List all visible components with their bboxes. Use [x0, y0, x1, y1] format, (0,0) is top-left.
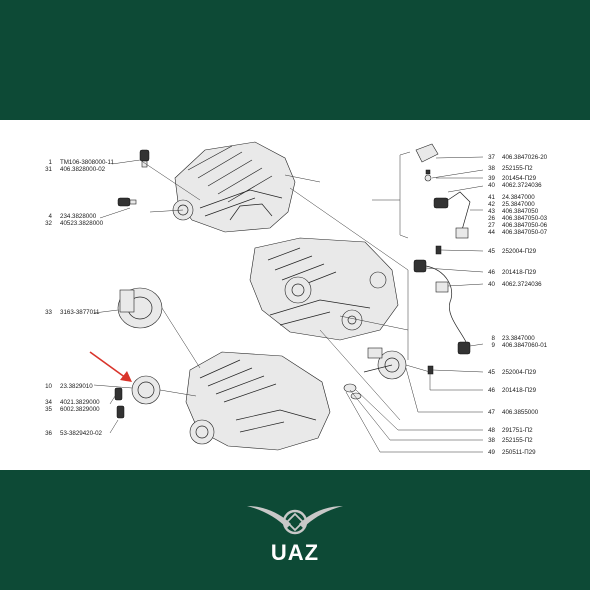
label-code: 406.3847050-06	[502, 222, 548, 229]
label-code: 252155-П2	[502, 165, 533, 172]
label-number: 40	[488, 281, 495, 288]
parts-diagram-panel: 1 TM106-3808000-11 31 406.3828000-02 4 2…	[0, 120, 590, 470]
label-code: 406.3855000	[502, 409, 539, 416]
label-code: 250511-П29	[502, 449, 536, 456]
label-code: TM106-3808000-11	[60, 159, 114, 166]
part-washers-48-49	[343, 383, 362, 400]
brand-name: UAZ	[270, 540, 320, 565]
label-number: 9	[492, 342, 496, 349]
label-code: 4062.3724036	[502, 182, 542, 189]
engine-illustration-top	[172, 141, 296, 233]
part-coolant-sensor-10	[131, 375, 161, 405]
label-code: 6002.3829000	[60, 406, 100, 413]
label-code: 4062.3724036	[502, 281, 542, 288]
label-code: 3163-3877011	[60, 309, 100, 316]
engine-illustration-middle	[249, 237, 399, 341]
label-code: 252004-П29	[502, 248, 537, 255]
label-number: 37	[488, 154, 495, 161]
label-number: 49	[488, 449, 495, 456]
label-number: 36	[45, 430, 52, 437]
label-number: 31	[45, 166, 52, 173]
label-number: 10	[45, 383, 52, 390]
part-sensor-4	[117, 197, 137, 207]
label-number: 38	[488, 165, 495, 172]
label-number: 8	[492, 335, 496, 342]
label-number: 43	[488, 208, 495, 215]
top-brand-band	[0, 0, 590, 120]
part-airflow-sensor-33	[117, 287, 163, 329]
label-code: 406.3847050-07	[502, 229, 548, 236]
label-code: 406.3847026-20	[502, 154, 548, 161]
label-number: 40	[488, 182, 495, 189]
label-code: 291751-П2	[502, 427, 533, 434]
label-number: 48	[488, 427, 495, 434]
leader-lines	[93, 151, 484, 453]
label-number: 41	[488, 194, 495, 201]
label-number: 39	[488, 175, 495, 182]
label-number: 45	[488, 369, 495, 376]
label-number: 47	[488, 409, 495, 416]
label-code: 234.3828000	[60, 213, 97, 220]
label-code: 53-3829420-02	[60, 430, 103, 437]
label-number: 38	[488, 437, 495, 444]
part-sensor-1	[139, 149, 150, 168]
label-code: 201454-П29	[502, 175, 537, 182]
label-code: 23.3829010	[60, 383, 93, 390]
label-code: 23.3847000	[502, 335, 535, 342]
part-sender-34	[114, 387, 125, 419]
label-number: 35	[45, 406, 52, 413]
part-bolt-45-bottom	[427, 365, 434, 375]
label-code: 24.3847000	[502, 194, 535, 201]
label-number: 34	[45, 399, 52, 406]
label-number: 27	[488, 222, 495, 229]
label-code: 406.3847060-01	[502, 342, 548, 349]
label-number: 32	[45, 220, 52, 227]
label-code: 40523.3828000	[60, 220, 104, 227]
label-code: 252155-П2	[502, 437, 533, 444]
label-number: 4	[49, 213, 53, 220]
part-sensor-41	[433, 191, 471, 239]
engine-illustration-bottom	[185, 351, 331, 451]
label-number: 46	[488, 387, 495, 394]
label-number: 44	[488, 229, 495, 236]
label-code: 4021.3829000	[60, 399, 100, 406]
label-code: 252004-П29	[502, 369, 537, 376]
engine-sensors-diagram: 1 TM106-3808000-11 31 406.3828000-02 4 2…	[45, 141, 548, 456]
label-code: 406.3847050	[502, 208, 539, 215]
part-sensor-46-cable	[413, 259, 471, 355]
part-bracket-37	[415, 143, 439, 182]
label-number: 33	[45, 309, 52, 316]
part-labels-left: 1 TM106-3808000-11 31 406.3828000-02 4 2…	[45, 159, 114, 437]
highlight-arrow-icon	[89, 351, 132, 382]
label-code: 201418-П29	[502, 269, 537, 276]
part-knock-sensor-47	[363, 347, 407, 380]
part-bolt-45-top	[435, 245, 442, 255]
label-code: 406.3847050-03	[502, 215, 548, 222]
label-number: 42	[488, 201, 495, 208]
label-code: 201418-П29	[502, 387, 537, 394]
label-number: 26	[488, 215, 495, 222]
label-number: 1	[49, 159, 53, 166]
label-code: 25.3847000	[502, 201, 535, 208]
label-number: 45	[488, 248, 495, 255]
part-labels-right: 37 406.3847026-20 38 252155-П2 39 201454…	[488, 154, 548, 456]
uaz-bird-emblem-icon	[247, 506, 343, 535]
label-code: 406.3828000-02	[60, 166, 106, 173]
label-number: 46	[488, 269, 495, 276]
